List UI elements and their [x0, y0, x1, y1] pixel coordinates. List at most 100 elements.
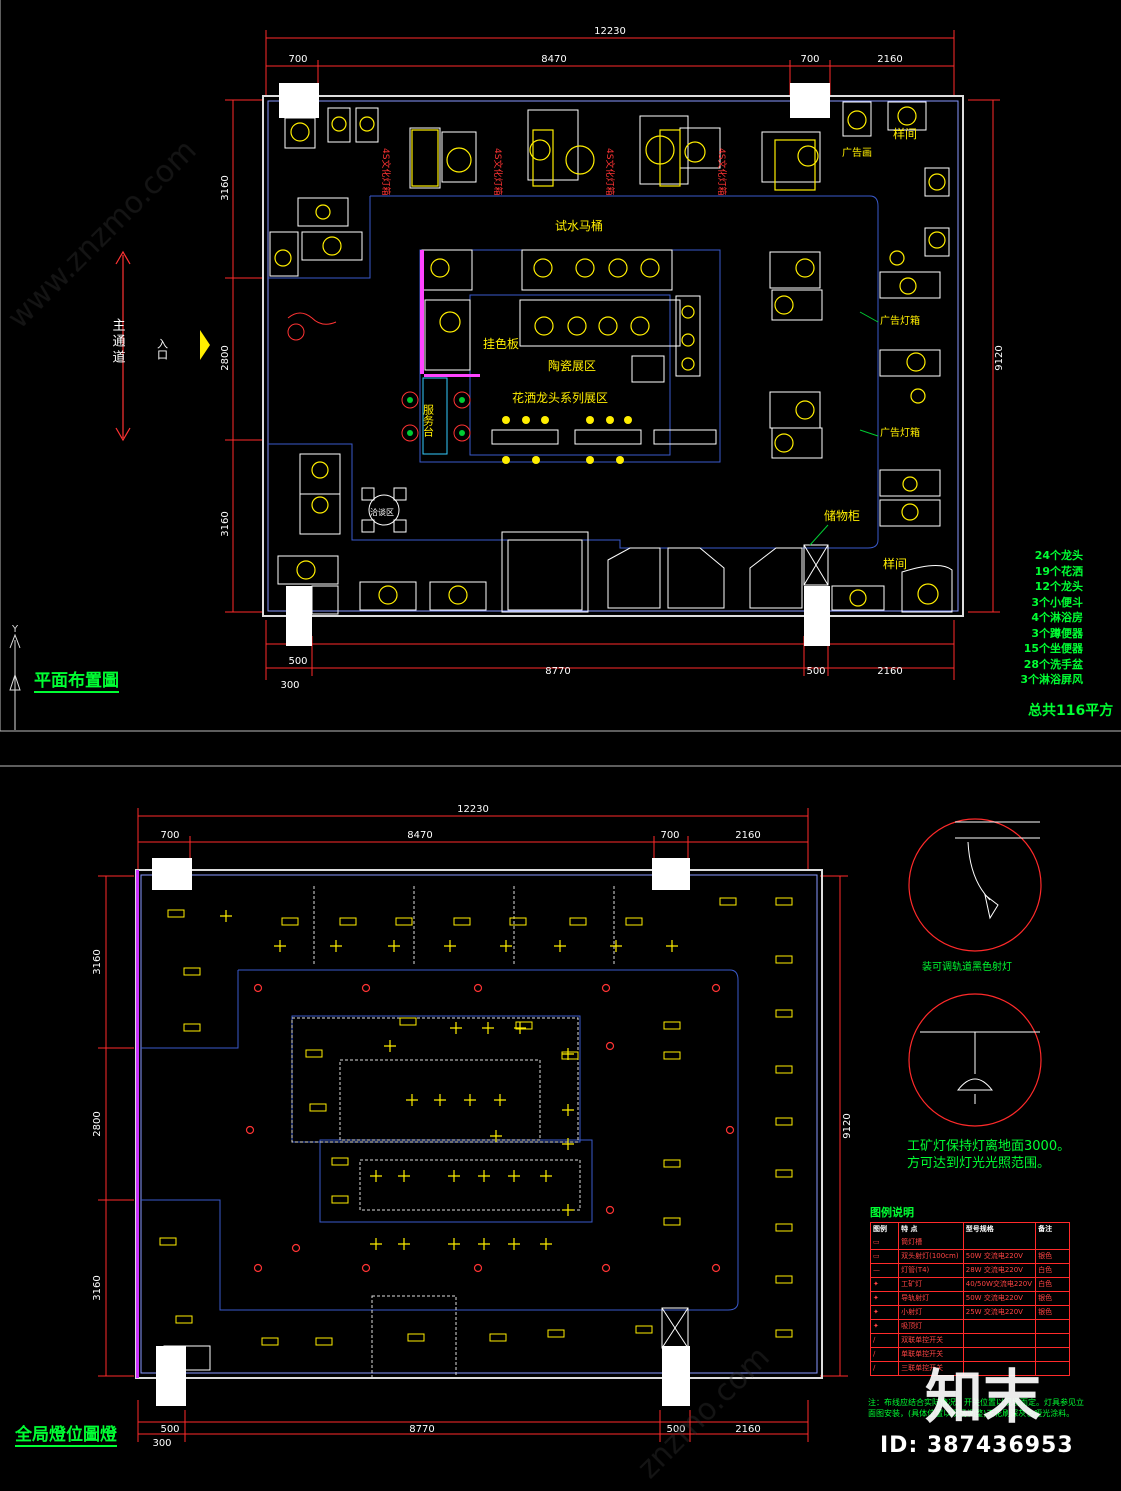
legend-header-cell: 型号规格	[962, 1223, 1035, 1236]
legend-cell: 白色	[1035, 1278, 1069, 1291]
track-spot-fixture	[330, 940, 342, 952]
spotlight-fixture	[775, 897, 793, 906]
dim-bottom-5: 300	[280, 680, 299, 691]
legend-cell	[1035, 1362, 1069, 1375]
dim-left-3: 3160	[220, 511, 231, 536]
dim-left-3-2: 3160	[92, 1275, 103, 1300]
dim-bottom-2-2: 8770	[409, 1424, 434, 1435]
track-spot-fixture	[450, 1022, 462, 1034]
spotlight-fixture	[635, 1325, 653, 1334]
legend-table: 图例 特 点 型号规格 备注 ▭筒灯槽▭双头射灯(100cm)50W 交流电22…	[870, 1222, 1070, 1376]
legend-header-cell: 特 点	[898, 1223, 963, 1236]
track-spot-fixture	[508, 1170, 520, 1182]
track-spot-fixture	[448, 1170, 460, 1182]
dim-top-3-2: 700	[660, 830, 679, 841]
legend-cell: ∕	[873, 1364, 876, 1372]
spotlight-fixture	[315, 1337, 333, 1346]
legend-cell: 单联单控开关	[898, 1348, 963, 1361]
track-spot-fixture	[274, 940, 286, 952]
legend-cell: ✦	[873, 1294, 879, 1302]
spotlight-fixture	[175, 1315, 193, 1324]
legend-cell: 银色	[1035, 1250, 1069, 1263]
track-spot-fixture	[478, 1238, 490, 1250]
spotlight-fixture	[331, 1195, 349, 1204]
legend-cell: 白色	[1035, 1264, 1069, 1277]
spotlight-fixture	[719, 897, 737, 906]
label-ad-lightbox-2: 广告灯箱	[880, 426, 920, 439]
ceiling-light-fixture	[473, 983, 483, 993]
spotlight-fixture	[305, 1049, 323, 1058]
track-spot-fixture	[562, 1138, 574, 1150]
watermark-id: ID: 387436953	[880, 1433, 1074, 1458]
lightbox-label: 4S文化灯箱	[716, 148, 728, 195]
legend-cell	[1035, 1334, 1069, 1347]
track-spot-fixture	[398, 1238, 410, 1250]
legend-cell	[962, 1348, 1035, 1361]
legend-cell: 40/50W交流电220V	[962, 1278, 1035, 1291]
stat-line: 15个坐便器	[1023, 642, 1083, 655]
rail-spotlight-label: 装可调轨道黑色射灯	[922, 960, 1012, 973]
ceiling-light-fixture	[253, 983, 263, 993]
ceiling-light-fixture	[601, 1263, 611, 1273]
track-spot-fixture	[540, 1170, 552, 1182]
dim-left-1: 3160	[220, 175, 231, 200]
track-spot-fixture	[562, 1104, 574, 1116]
stat-line: 28个洗手盆	[1023, 657, 1083, 671]
stat-line: 3个小便斗	[1031, 595, 1083, 609]
track-spot-fixture	[406, 1094, 418, 1106]
legend-cell: 双头射灯(100cm)	[898, 1250, 963, 1263]
label-storage: 储物柜	[824, 508, 860, 523]
ceiling-light-fixture	[291, 1243, 301, 1253]
panel-frames	[0, 0, 1121, 767]
label-color-board: 挂色板	[483, 337, 519, 351]
track-spot-fixture	[444, 940, 456, 952]
dim-left-2: 2800	[220, 345, 231, 370]
legend-cell: ▭	[873, 1238, 880, 1246]
spotlight-fixture	[775, 1009, 793, 1018]
ceiling-light-fixture	[725, 1125, 735, 1135]
legend-cell: 工矿灯	[898, 1278, 963, 1291]
track-spot-fixture	[490, 1130, 502, 1142]
track-spot-fixture	[384, 1040, 396, 1052]
legend-cell	[962, 1236, 1035, 1249]
spotlight-fixture	[663, 1217, 681, 1226]
legend-cell: 银色	[1035, 1292, 1069, 1305]
stat-line: 3个蹲便器	[1031, 626, 1083, 640]
legend-cell: ✦	[873, 1308, 879, 1316]
lightbox-label: 4S文化灯箱	[492, 148, 504, 195]
track-spot-fixture	[666, 940, 678, 952]
ceiling-light-fixture	[605, 1041, 615, 1051]
spotlight-fixture	[775, 1169, 793, 1178]
legend-row: ∕三联单控开关	[871, 1361, 1069, 1375]
track-spot-fixture	[500, 940, 512, 952]
label-trial-toilet: 试水马桶	[555, 218, 603, 233]
ceiling-light-fixture	[253, 1263, 263, 1273]
ceiling-light-fixture	[711, 983, 721, 993]
spotlight-fixture	[663, 1021, 681, 1030]
legend-cell: ∕	[873, 1350, 876, 1358]
lightbox-label: 4S文化灯箱	[604, 148, 616, 195]
dim-top-1: 700	[288, 54, 307, 65]
legend-cell	[962, 1362, 1035, 1375]
track-spot-fixture	[478, 1170, 490, 1182]
spotlight-fixture	[775, 955, 793, 964]
track-spot-fixture	[514, 1022, 526, 1034]
legend-cell: 双联单控开关	[898, 1334, 963, 1347]
spotlight-fixture	[407, 1333, 425, 1342]
legend-cell	[1035, 1348, 1069, 1361]
ceiling-light-fixture	[361, 983, 371, 993]
dim-top-2: 8470	[541, 54, 566, 65]
legend-row: ∕双联单控开关	[871, 1333, 1069, 1347]
svg-text:Y: Y	[11, 624, 19, 635]
dim-bottom-4: 2160	[877, 666, 902, 677]
legend-header-cell: 图例	[873, 1225, 887, 1233]
track-spot-fixture	[448, 1238, 460, 1250]
spotlight-fixture	[309, 1103, 327, 1112]
dim-bottom-1: 500	[288, 656, 307, 667]
legend-cell: 吸顶灯	[898, 1320, 963, 1333]
dim-overall-top: 12230	[594, 26, 626, 37]
dim-bottom-2: 8770	[545, 666, 570, 677]
